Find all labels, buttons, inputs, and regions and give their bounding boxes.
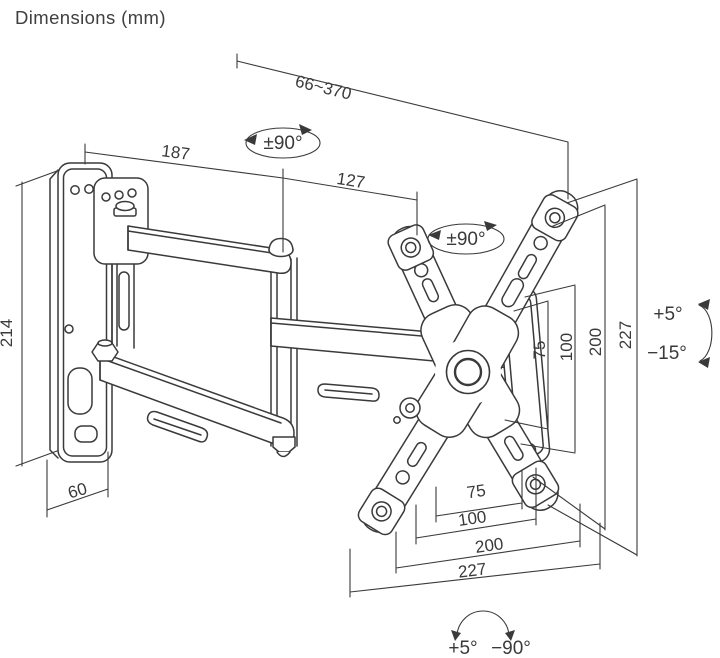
page-title: Dimensions (mm): [15, 7, 166, 28]
labels: Dimensions (mm) 66~370 187 127 ±90° ±90°…: [0, 7, 687, 658]
dimension-lines: [15, 53, 638, 598]
tilt-range-icon: [698, 299, 713, 368]
dim-vesa-h75-label: 75: [466, 481, 487, 502]
tilt-down-label: −15°: [647, 343, 687, 364]
swivel-arm-rotation-icon: [244, 124, 321, 159]
tilt-up-label: +5°: [653, 304, 682, 325]
upper-arm: [127, 225, 294, 275]
rotation-to-label: −90°: [491, 638, 531, 658]
dim-vesa-horizontal: [349, 467, 601, 598]
lower-arm: [91, 339, 295, 448]
dim-vesa-vertical: [504, 178, 638, 557]
pivot-nut: [272, 436, 296, 458]
dim-vesa-v200-label: 200: [586, 328, 605, 356]
vesa-center-plate: [393, 304, 521, 439]
dim-wall-plate-width-label: 60: [66, 479, 89, 502]
dim-arm-segments: [84, 143, 418, 253]
dim-arm2-label: 127: [335, 169, 366, 192]
dim-extension-range-label: 66~370: [293, 72, 353, 104]
pivot-column: [270, 256, 298, 447]
dim-vesa-h100-label: 100: [457, 507, 488, 530]
dim-vesa-v100-label: 100: [557, 333, 576, 361]
swivel-plate-rotation-icon: [427, 221, 505, 255]
dim-wall-plate-height-label: 214: [0, 319, 16, 347]
dim-extension-range: [236, 53, 569, 200]
dim-vesa-v227-label: 227: [616, 321, 635, 349]
rotation-range-icon: [451, 610, 515, 641]
dim-arm1-label: 187: [160, 141, 191, 164]
dim-wall-plate-width: [46, 451, 109, 518]
dim-vesa-h227-label: 227: [457, 559, 487, 581]
swivel-arm-angle-label: ±90°: [263, 133, 302, 154]
dim-vesa-v75-label: 75: [530, 341, 549, 360]
motion-indicators: [244, 124, 713, 641]
dim-vesa-h200-label: 200: [474, 534, 505, 557]
swivel-plate-angle-label: ±90°: [446, 229, 485, 250]
wall-mount-drawing: [49, 162, 579, 536]
rotation-from-label: +5°: [448, 638, 477, 658]
dim-wall-plate-height: [15, 170, 58, 467]
